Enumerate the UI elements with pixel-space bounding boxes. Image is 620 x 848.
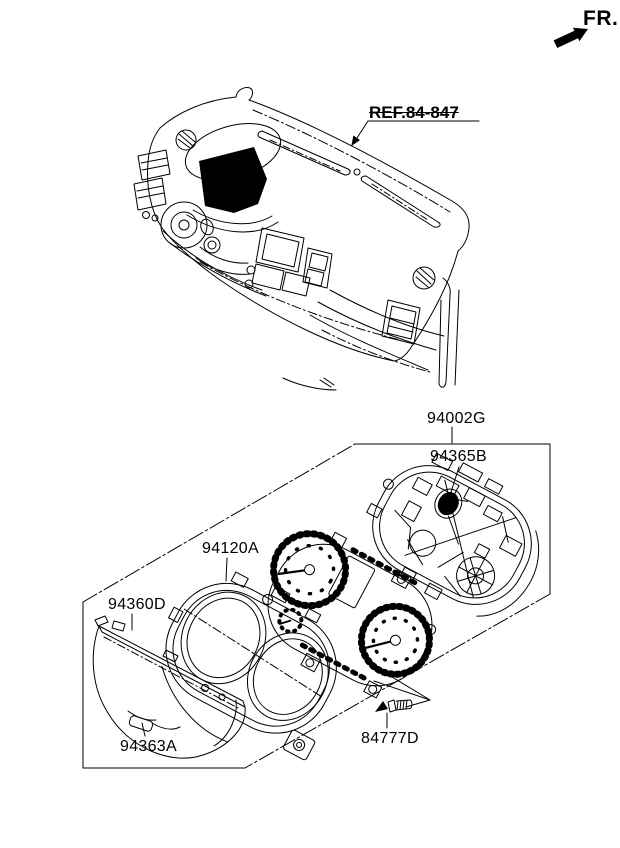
leader-lines — [131, 426, 460, 737]
seal-cap-dot — [437, 492, 459, 516]
defroster-nub — [235, 87, 253, 101]
housing-part — [366, 452, 540, 617]
bezel-part — [161, 571, 337, 761]
speedometer-dial — [357, 602, 433, 678]
ref-leader-line — [351, 120, 480, 146]
ref-callout-label: REF.84-847 — [369, 103, 459, 122]
part-label-cluster-assembly: 94002G — [427, 410, 486, 427]
left-round-vent — [175, 129, 197, 151]
fr-direction-label: FR. — [583, 7, 619, 30]
left-side-vents — [133, 149, 171, 222]
dashboard-illustration — [133, 87, 470, 391]
part-label-clip: 94363A — [120, 738, 177, 755]
lens-clip — [128, 715, 154, 732]
part-label-bezel: 94120A — [202, 540, 259, 557]
screw-part — [375, 699, 413, 713]
screw-pointer-arrowhead — [375, 701, 388, 712]
fr-arrow-icon — [553, 27, 588, 48]
right-round-vent — [412, 266, 436, 290]
lens-part — [92, 615, 246, 759]
part-label-screw: 84777D — [361, 730, 419, 747]
center-stack — [244, 227, 333, 297]
lcd-window — [328, 555, 376, 609]
cluster-opening-silhouette — [199, 147, 267, 213]
faceplate-part — [262, 530, 437, 699]
fuel-dial — [277, 607, 304, 634]
part-label-lens: 94360D — [108, 596, 166, 613]
part-label-seal-cap: 94365B — [430, 448, 487, 465]
tachometer-dial — [270, 530, 350, 610]
right-side-vent — [381, 299, 421, 345]
ref-arrowhead — [351, 135, 360, 146]
